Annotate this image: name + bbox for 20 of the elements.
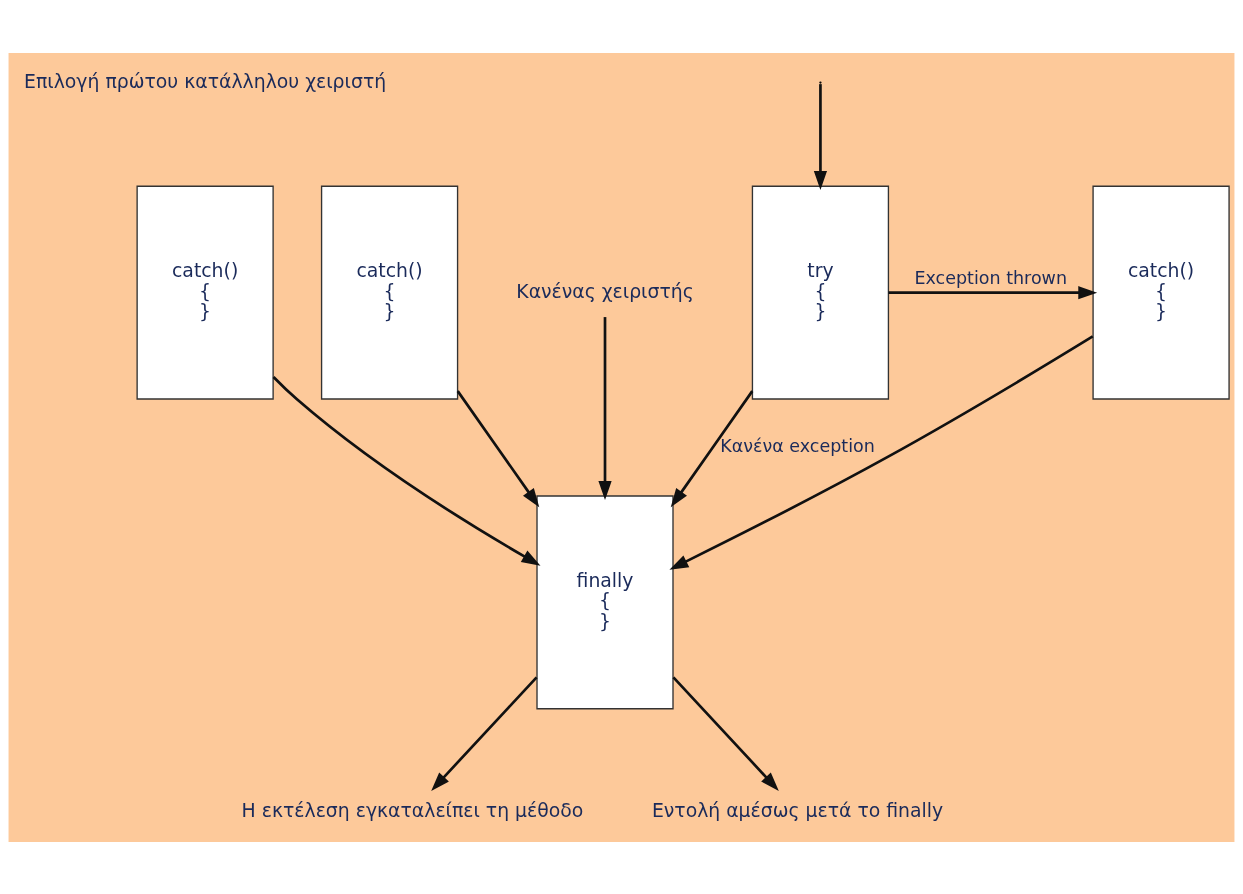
- label: Επιλογή πρώτου κατάλληλου χειριστή: [24, 70, 387, 92]
- node-text: Κανένας χειριστής: [516, 280, 694, 302]
- arrow: [456, 389, 540, 507]
- node-box: catch() { }: [1092, 185, 1230, 400]
- arrow: [813, 83, 828, 190]
- edge-label: Exception thrown: [914, 267, 1068, 288]
- node-box: try { }: [751, 185, 890, 400]
- node-text: Εντολή αμέσως μετά το finally: [651, 799, 944, 821]
- node-box: catch() { }: [320, 185, 459, 400]
- arrow: [272, 375, 541, 566]
- edge-label: Κανένα exception: [720, 435, 875, 456]
- node-box: finally { }: [536, 494, 674, 709]
- node-box: catch() { }: [136, 185, 274, 400]
- arrow: [888, 285, 1098, 299]
- node-text: Η εκτέλεση εγκαταλείπει τη μέθοδο: [241, 799, 584, 821]
- arrow: [672, 675, 779, 791]
- arrow: [598, 316, 612, 500]
- arrow: [431, 675, 538, 791]
- arrow: [669, 334, 1094, 570]
- arrow: [670, 389, 754, 507]
